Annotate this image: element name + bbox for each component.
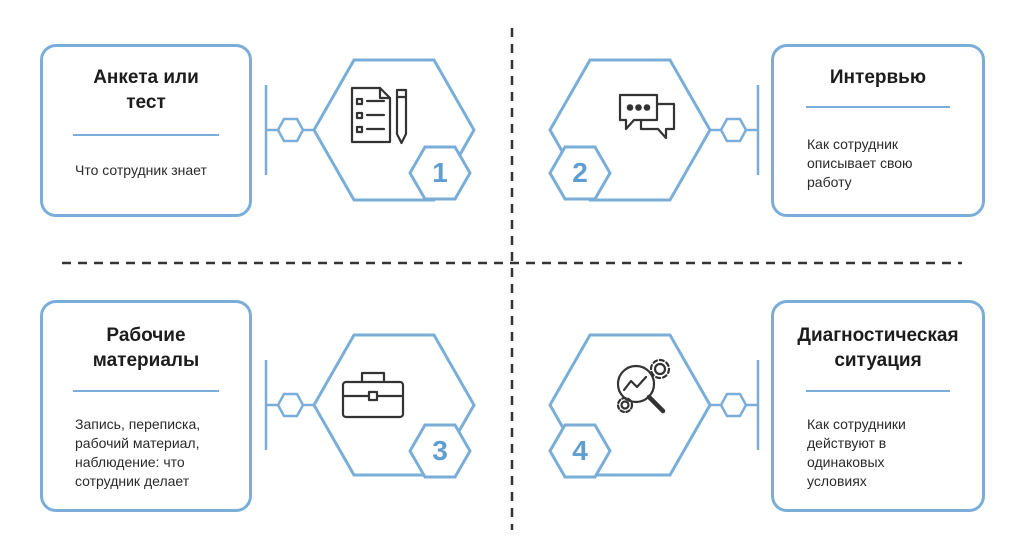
step-hexagon-2 xyxy=(548,58,712,202)
card-description: Что сотрудник знает xyxy=(75,162,207,178)
connector-4 xyxy=(710,360,760,450)
step-hexagon-4 xyxy=(548,333,712,479)
connector-3 xyxy=(264,360,314,450)
card-title: Интервью xyxy=(829,67,927,88)
card-title: Рабочие материалы xyxy=(92,325,200,371)
connector-1 xyxy=(264,85,314,175)
card-description: Как сотрудники действуют в одинаковых ус… xyxy=(807,416,906,489)
card-separator xyxy=(806,390,950,392)
checklist-pencil-icon xyxy=(350,86,408,145)
step-card-2: Интервью Как сотрудник описывает свою ра… xyxy=(771,44,985,217)
step-card-1: Анкета или тест Что сотрудник знает xyxy=(40,44,252,217)
chat-bubbles-icon xyxy=(618,93,676,140)
step-number-2: 2 xyxy=(572,157,588,188)
step-number-1: 1 xyxy=(432,157,448,188)
step-hexagon-1 xyxy=(312,58,476,202)
card-separator xyxy=(806,106,950,108)
step-number-4: 4 xyxy=(572,435,588,466)
step-hexagon-3 xyxy=(312,333,476,479)
step-card-3: Рабочие материалы Запись, переписка, раб… xyxy=(40,300,252,512)
briefcase-icon xyxy=(341,371,405,419)
step-card-4: Диагностическая ситуация Как сотрудники … xyxy=(771,300,985,512)
card-description: Как сотрудник описывает свою работу xyxy=(807,136,913,190)
card-title: Анкета или тест xyxy=(93,67,199,113)
magnifier-gears-icon xyxy=(616,358,671,414)
card-description: Запись, переписка, рабочий материал, наб… xyxy=(75,416,201,489)
card-separator xyxy=(73,134,219,136)
step-number-3: 3 xyxy=(432,435,448,466)
connector-2 xyxy=(710,85,760,175)
card-title: Диагностическая ситуация xyxy=(797,325,959,371)
card-separator xyxy=(73,390,219,392)
